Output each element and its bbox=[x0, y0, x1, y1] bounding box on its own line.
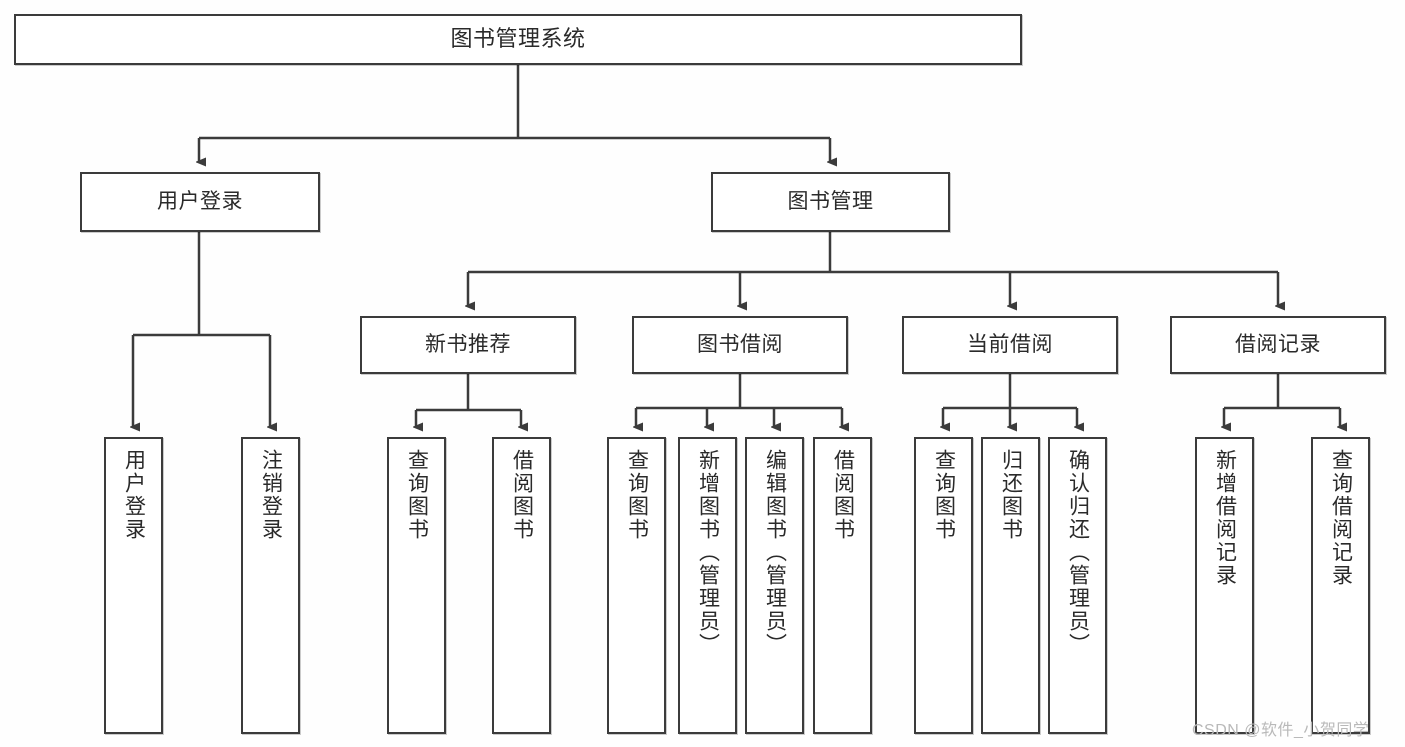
leaf-logout[interactable]: 注销登录 bbox=[241, 437, 300, 734]
leaf-query-book-current[interactable]: 查询图书 bbox=[914, 437, 973, 734]
leaf-borrow-book[interactable]: 借阅图书 bbox=[813, 437, 872, 734]
node-label: 借阅图书 bbox=[831, 449, 855, 541]
node-book-management[interactable]: 图书管理 bbox=[711, 172, 950, 232]
node-label: 借阅记录 bbox=[1235, 333, 1321, 357]
leaf-add-borrow-record[interactable]: 新增借阅记录 bbox=[1195, 437, 1254, 734]
node-label: 图书借阅 bbox=[697, 333, 783, 357]
node-book-borrow[interactable]: 图书借阅 bbox=[632, 316, 848, 374]
node-user-login[interactable]: 用户登录 bbox=[80, 172, 320, 232]
node-label: 用户登录 bbox=[122, 449, 146, 541]
node-label: 归还图书 bbox=[999, 449, 1023, 541]
node-borrow-record[interactable]: 借阅记录 bbox=[1170, 316, 1386, 374]
node-label: 编辑图书（管理员） bbox=[763, 449, 787, 656]
node-label: 查询图书 bbox=[405, 449, 429, 541]
node-root-book-management-system[interactable]: 图书管理系统 bbox=[14, 14, 1022, 65]
node-label: 借阅图书 bbox=[510, 449, 534, 541]
node-label: 查询图书 bbox=[932, 449, 956, 541]
node-label: 用户登录 bbox=[157, 190, 243, 214]
node-label: 新增图书（管理员） bbox=[696, 449, 720, 656]
node-label: 当前借阅 bbox=[967, 333, 1053, 357]
leaf-user-login[interactable]: 用户登录 bbox=[104, 437, 163, 734]
leaf-confirm-return-admin[interactable]: 确认归还（管理员） bbox=[1048, 437, 1107, 734]
node-current-borrow[interactable]: 当前借阅 bbox=[902, 316, 1118, 374]
leaf-return-book[interactable]: 归还图书 bbox=[981, 437, 1040, 734]
node-label: 新增借阅记录 bbox=[1213, 449, 1237, 587]
node-label: 图书管理 bbox=[787, 190, 874, 214]
node-label: 新书推荐 bbox=[425, 333, 511, 357]
leaf-add-book-admin[interactable]: 新增图书（管理员） bbox=[678, 437, 737, 734]
leaf-query-borrow-record[interactable]: 查询借阅记录 bbox=[1311, 437, 1370, 734]
node-label: 注销登录 bbox=[259, 449, 283, 541]
node-new-book-recommend[interactable]: 新书推荐 bbox=[360, 316, 576, 374]
node-label: 确认归还（管理员） bbox=[1066, 449, 1090, 656]
leaf-edit-book-admin[interactable]: 编辑图书（管理员） bbox=[745, 437, 804, 734]
node-label: 图书管理系统 bbox=[450, 26, 586, 52]
leaf-query-book-recommend[interactable]: 查询图书 bbox=[387, 437, 446, 734]
node-label: 查询图书 bbox=[625, 449, 649, 541]
leaf-query-book-borrow[interactable]: 查询图书 bbox=[607, 437, 666, 734]
node-label: 查询借阅记录 bbox=[1329, 449, 1353, 587]
leaf-borrow-book-recommend[interactable]: 借阅图书 bbox=[492, 437, 551, 734]
csdn-watermark: CSDN @软件_小贺同学 bbox=[1192, 722, 1370, 739]
